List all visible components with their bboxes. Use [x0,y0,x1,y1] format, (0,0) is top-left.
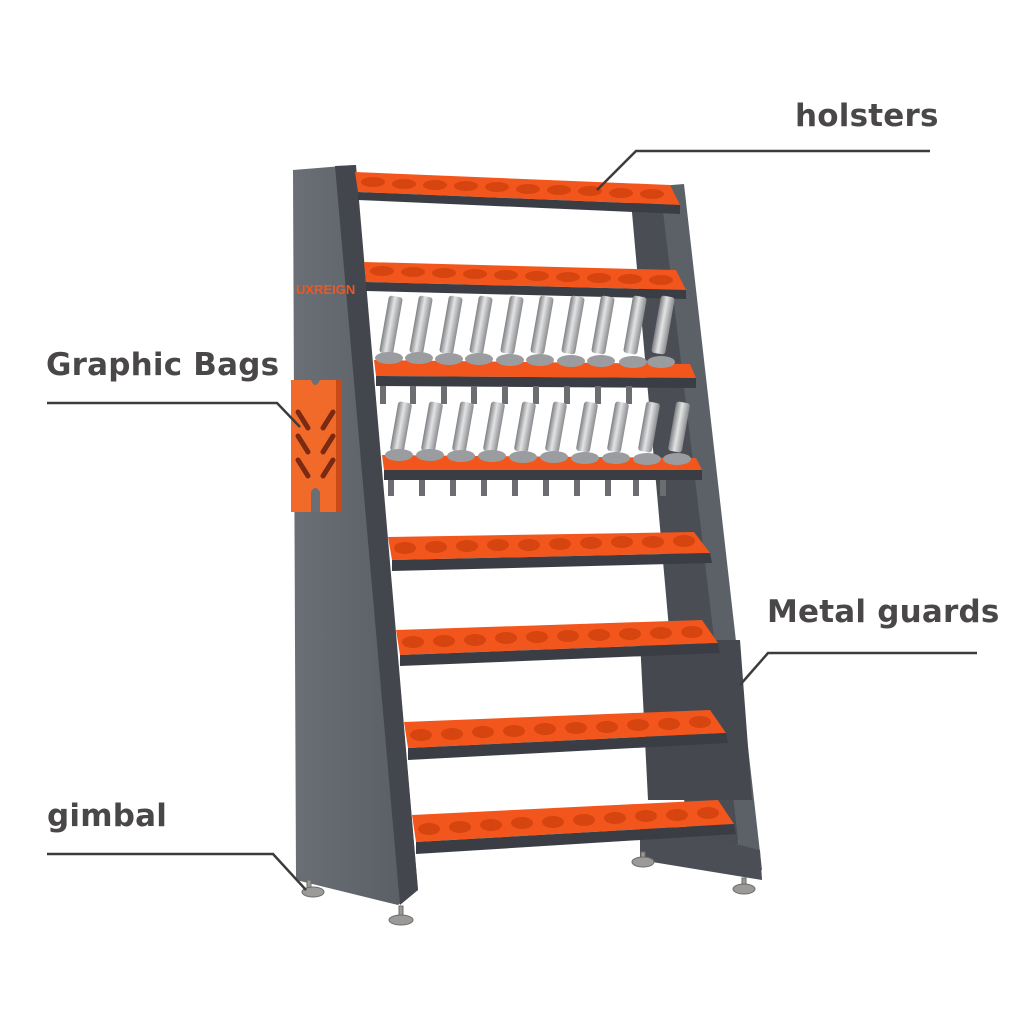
tool-holders-row-2 [390,401,690,453]
foot-left-front [301,886,325,898]
brand-logo: UXREIGN [296,282,355,297]
shelf-3-loaded [374,295,696,404]
tool-holders-row-1 [379,295,675,355]
shelf-4-loaded [382,401,702,496]
shelf-6 [396,620,720,666]
foot-rear-right [732,883,756,895]
label-holsters: holsters [795,98,939,134]
foot-rear-left [631,856,655,868]
label-gimbal: gimbal [47,798,168,834]
shelf-5 [388,532,712,571]
leveling-feet [301,851,756,926]
shelf-2 [364,262,686,299]
shelf-1 [355,172,680,214]
callout-lines [47,149,977,891]
shelf-8 [412,800,736,854]
callout-line-gimbal [47,852,307,891]
graphic-bag [291,380,342,512]
shelves [355,172,736,854]
callout-line-holsters [596,149,930,191]
shelf-7 [404,710,728,760]
callout-line-graphic-bags [47,401,301,428]
left-side-panel: UXREIGN [293,165,418,905]
foot-center-front [388,914,414,926]
label-graphic-bags: Graphic Bags [46,347,280,383]
label-metal-guards: Metal guards [767,594,1000,630]
callout-line-metal-guards [739,651,977,686]
